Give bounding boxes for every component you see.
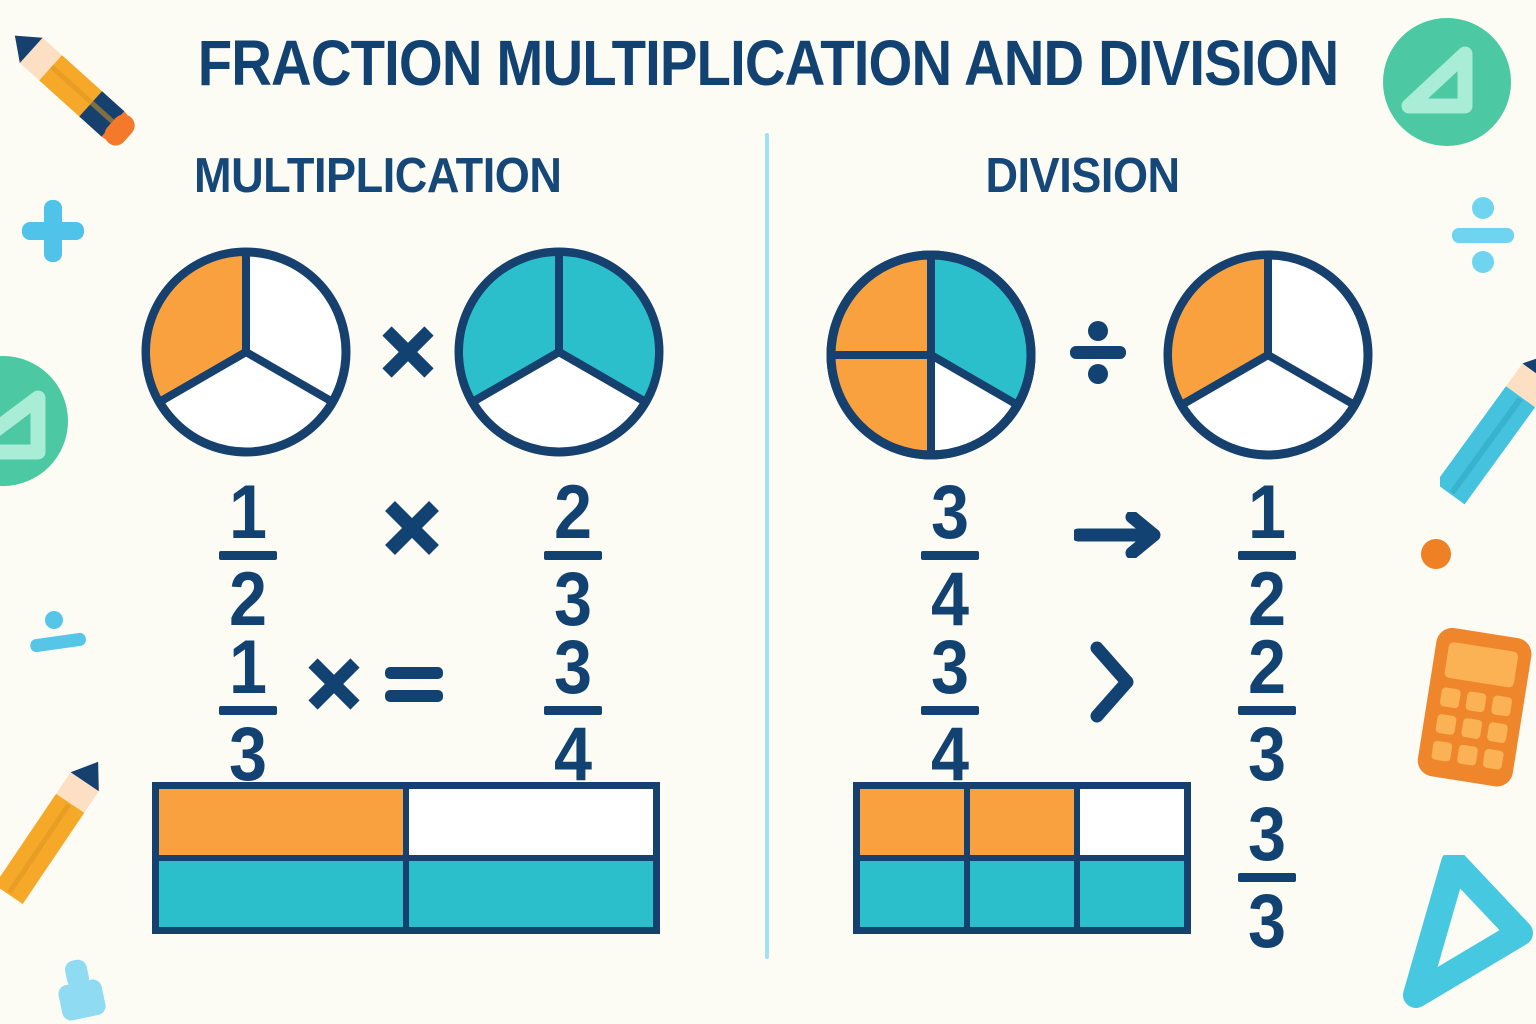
denominator: 3 (1247, 878, 1287, 964)
numerator: 1 (228, 625, 268, 710)
bar-row (159, 861, 653, 927)
bar-cell (970, 861, 1074, 927)
bar-model-multiplication (152, 782, 660, 934)
set-square-bottom-right-icon (1403, 855, 1533, 1008)
fraction-bar (1238, 550, 1296, 560)
fraction-bar (1238, 872, 1296, 882)
fraction-bar (544, 705, 602, 715)
pencil-teal-right-icon (1440, 352, 1536, 505)
denominator: 4 (553, 711, 593, 797)
bar-cell (860, 789, 964, 855)
multiply-operator-row2 (308, 658, 360, 710)
numerator: 2 (553, 470, 593, 555)
pencil-yellow-bottom-left-icon (0, 761, 99, 904)
fraction-div-r1-right: 1 2 (1222, 470, 1312, 642)
pie-two-thirds (454, 247, 664, 457)
fraction-mult-r2-right: 3 4 (528, 625, 618, 797)
fraction-bar (921, 550, 979, 560)
bar-cell (409, 789, 653, 855)
denominator: 2 (228, 556, 268, 642)
orange-dot-icon (1421, 539, 1451, 569)
fraction-mult-r1-left: 1 2 (203, 470, 293, 642)
denominator: 3 (228, 711, 268, 797)
fraction-div-r3: 3 3 (1222, 792, 1312, 964)
pencil-yellow-top-left-icon (14, 35, 135, 146)
section-divider (765, 133, 769, 959)
bar-row (860, 861, 1184, 927)
denominator: 3 (553, 556, 593, 642)
eraser-bottom-left-icon (58, 959, 106, 1021)
fraction-div-r1-left: 3 4 (905, 470, 995, 642)
heading-multiplication: MULTIPLICATION (193, 149, 562, 203)
fraction-div-r2-right: 2 3 (1222, 625, 1312, 797)
triangle-ruler-left-icon (0, 390, 46, 460)
pie-one-third (1163, 250, 1373, 460)
denominator: 4 (930, 711, 970, 797)
bar-cell (860, 861, 964, 927)
bar-cell (970, 789, 1074, 855)
triangle-ruler-right-icon (1401, 46, 1473, 114)
heading-division: DIVISION (985, 149, 1180, 203)
pie-one-half (141, 247, 351, 457)
calculator-icon (1417, 627, 1532, 787)
divide-mark-left-icon (30, 611, 86, 653)
fraction-mult-r1-right: 2 3 (528, 470, 618, 642)
fraction-bar (1238, 705, 1296, 715)
bar-cell (1080, 789, 1184, 855)
fraction-bar (921, 705, 979, 715)
fraction-mult-r2-left: 1 3 (203, 625, 293, 797)
bar-cell (159, 861, 403, 927)
numerator: 3 (930, 625, 970, 710)
plus-sign-icon (22, 200, 84, 262)
greater-than-operator (1090, 641, 1134, 723)
denominator: 4 (930, 556, 970, 642)
multiply-operator-row1 (385, 501, 439, 555)
bar-model-division (853, 782, 1191, 934)
numerator: 3 (553, 625, 593, 710)
denominator: 2 (1247, 556, 1287, 642)
bar-row (860, 789, 1184, 855)
bar-row (159, 789, 653, 855)
numerator: 1 (228, 470, 268, 555)
equals-operator (385, 667, 443, 702)
divide-operator-pies (1070, 321, 1126, 384)
fraction-bar (219, 705, 277, 715)
arrow-right-icon (1074, 512, 1161, 558)
bar-cell (1080, 861, 1184, 927)
divide-sign-right-icon (1452, 197, 1514, 273)
bar-cell (159, 789, 403, 855)
fraction-div-r2-left: 3 4 (905, 625, 995, 797)
bar-cell (409, 861, 653, 927)
pie-three-quarters (826, 250, 1036, 460)
numerator: 2 (1247, 625, 1287, 710)
numerator: 3 (1247, 792, 1287, 877)
fraction-bar (219, 550, 277, 560)
denominator: 3 (1247, 711, 1287, 797)
numerator: 3 (930, 470, 970, 555)
multiply-operator-pies (382, 326, 434, 378)
numerator: 1 (1247, 470, 1287, 555)
page-title: FRACTION MULTIPLICATION AND DIVISION (197, 27, 1339, 99)
ruler-badge-top-right (1383, 18, 1511, 146)
fraction-bar (544, 550, 602, 560)
